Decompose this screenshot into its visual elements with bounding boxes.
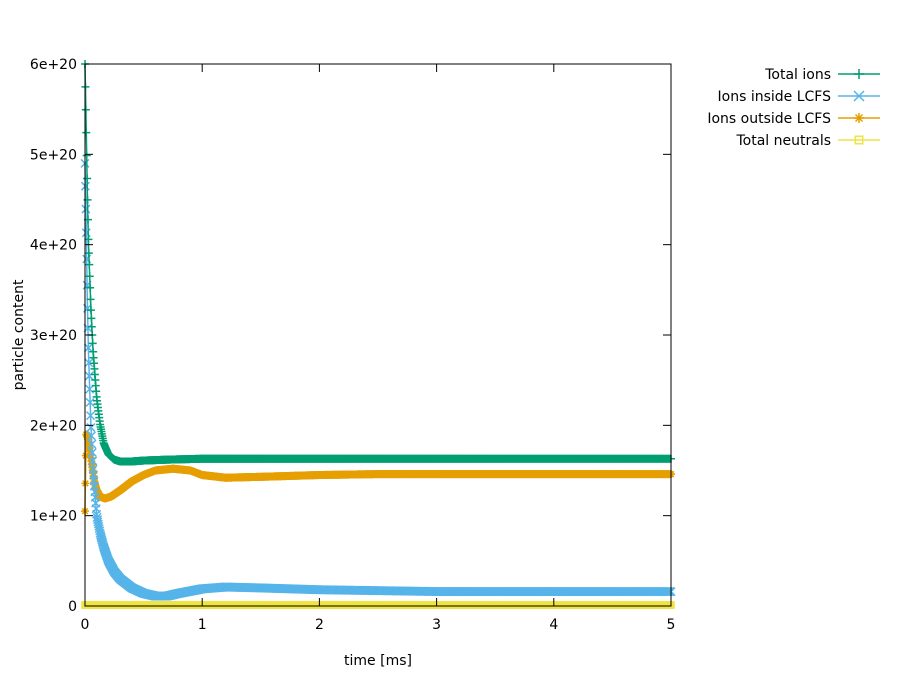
x-tick-label: 0 bbox=[81, 617, 90, 633]
series-marker bbox=[85, 260, 94, 269]
series-marker bbox=[87, 314, 96, 323]
legend-swatch-marker bbox=[854, 135, 864, 145]
y-tick-label: 0 bbox=[68, 599, 77, 615]
series-marker bbox=[88, 339, 97, 348]
series-marker bbox=[87, 322, 96, 331]
legend-label: Total ions bbox=[764, 67, 831, 83]
series-marker bbox=[85, 272, 94, 281]
series-marker bbox=[84, 249, 93, 258]
series-marker bbox=[86, 411, 96, 421]
series-marker bbox=[86, 295, 95, 304]
legend-label: Ions outside LCFS bbox=[707, 111, 831, 127]
legend-swatch-marker bbox=[854, 69, 864, 79]
series-marker bbox=[86, 283, 95, 292]
legend-swatch-marker bbox=[854, 113, 864, 123]
x-tick-label: 5 bbox=[667, 617, 676, 633]
series-marker bbox=[82, 128, 91, 137]
y-tick-label: 3e+20 bbox=[30, 328, 77, 344]
x-tick-label: 3 bbox=[432, 617, 441, 633]
x-tick-label: 2 bbox=[315, 617, 324, 633]
series-marker bbox=[85, 397, 95, 407]
series-line bbox=[84, 163, 671, 597]
series-marker bbox=[84, 358, 94, 368]
series-marker bbox=[83, 174, 92, 183]
series-layer bbox=[80, 60, 676, 609]
x-axis-title: time [ms] bbox=[344, 653, 412, 669]
series-marker bbox=[86, 306, 95, 315]
y-tick-label: 2e+20 bbox=[30, 418, 77, 434]
series-marker bbox=[88, 456, 98, 466]
series-marker bbox=[87, 439, 97, 449]
series-marker bbox=[86, 431, 96, 441]
y-tick-label: 6e+20 bbox=[30, 57, 77, 73]
y-tick-label: 5e+20 bbox=[30, 147, 77, 163]
legend-swatch-marker bbox=[853, 90, 865, 102]
plot-frame bbox=[84, 63, 672, 607]
series-ions-inside-lcfs bbox=[80, 158, 676, 601]
series-marker bbox=[81, 105, 90, 114]
y-tick-label: 4e+20 bbox=[30, 238, 77, 254]
series-marker bbox=[82, 151, 91, 160]
series-total-ions bbox=[81, 60, 675, 466]
series-total-neutrals bbox=[81, 601, 675, 609]
y-axis-title: particle content bbox=[11, 279, 27, 390]
series-marker bbox=[83, 343, 93, 353]
series-marker bbox=[84, 371, 94, 381]
series-marker bbox=[87, 447, 97, 457]
y-tick-label: 1e+20 bbox=[30, 509, 77, 525]
series-line bbox=[84, 63, 671, 463]
legend-label: Total neutrals bbox=[735, 133, 831, 149]
series-ions-outside-lcfs bbox=[81, 430, 675, 516]
x-tick-label: 4 bbox=[549, 617, 558, 633]
x-tick-label: 1 bbox=[198, 617, 207, 633]
series-marker bbox=[81, 451, 90, 460]
series-marker bbox=[84, 235, 93, 244]
ticks-layer: 0 1 2 3 4 5 0 1e+20 2e+20 3e+20 4e+20 5e+20 6e+20 bbox=[30, 57, 676, 633]
legend-label: Ions inside LCFS bbox=[718, 89, 832, 105]
